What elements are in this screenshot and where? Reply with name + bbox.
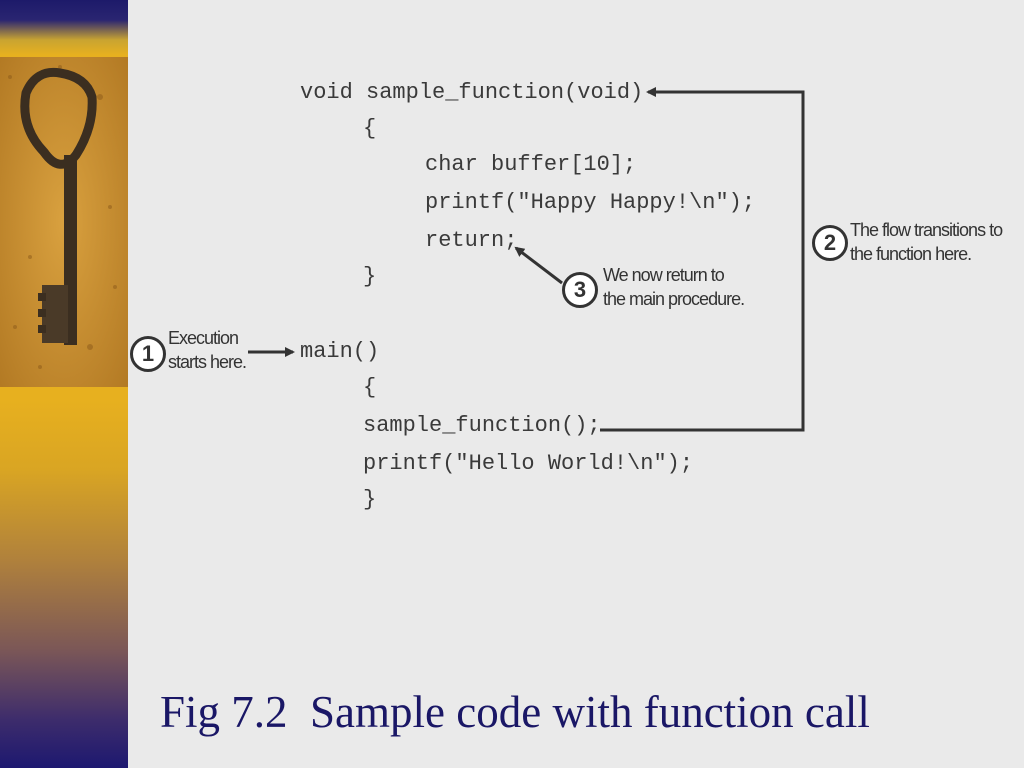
code-line-function-call: sample_function();: [363, 413, 601, 438]
flow-arrows: [248, 87, 805, 432]
arrow-call-to-function: [600, 87, 805, 432]
figure-caption: Fig 7.2 Sample code with function call: [160, 687, 870, 737]
step-3-badge: 3: [562, 272, 598, 308]
code-line-open-brace-function: {: [363, 116, 377, 141]
function-call-diagram: void sample_function(void) { char buffer…: [128, 0, 1024, 768]
code-line-buffer-declaration: char buffer[10];: [425, 152, 637, 177]
step-1-badge: 1: [130, 336, 166, 372]
code-line-main: main(): [300, 339, 380, 364]
arrow-return-pointer: [514, 246, 563, 285]
step-2-badge: 2: [812, 225, 848, 261]
code-line-printf-happy: printf("Happy Happy!\n");: [425, 190, 756, 215]
step-1-note: Execution starts here.: [168, 328, 247, 372]
code-line-printf-hello: printf("Hello World!\n");: [363, 451, 694, 476]
code-line-function-signature: void sample_function(void): [300, 80, 644, 105]
code-line-return: return;: [425, 228, 518, 253]
step-3-note: We now return to the main procedure.: [603, 265, 745, 309]
key-photo: [0, 57, 128, 387]
step-2-note: The flow transitions to the function her…: [850, 220, 1003, 264]
code-line-close-brace-function: }: [363, 264, 377, 289]
code-line-open-brace-main: {: [363, 375, 377, 400]
code-line-close-brace-main: }: [363, 487, 377, 512]
